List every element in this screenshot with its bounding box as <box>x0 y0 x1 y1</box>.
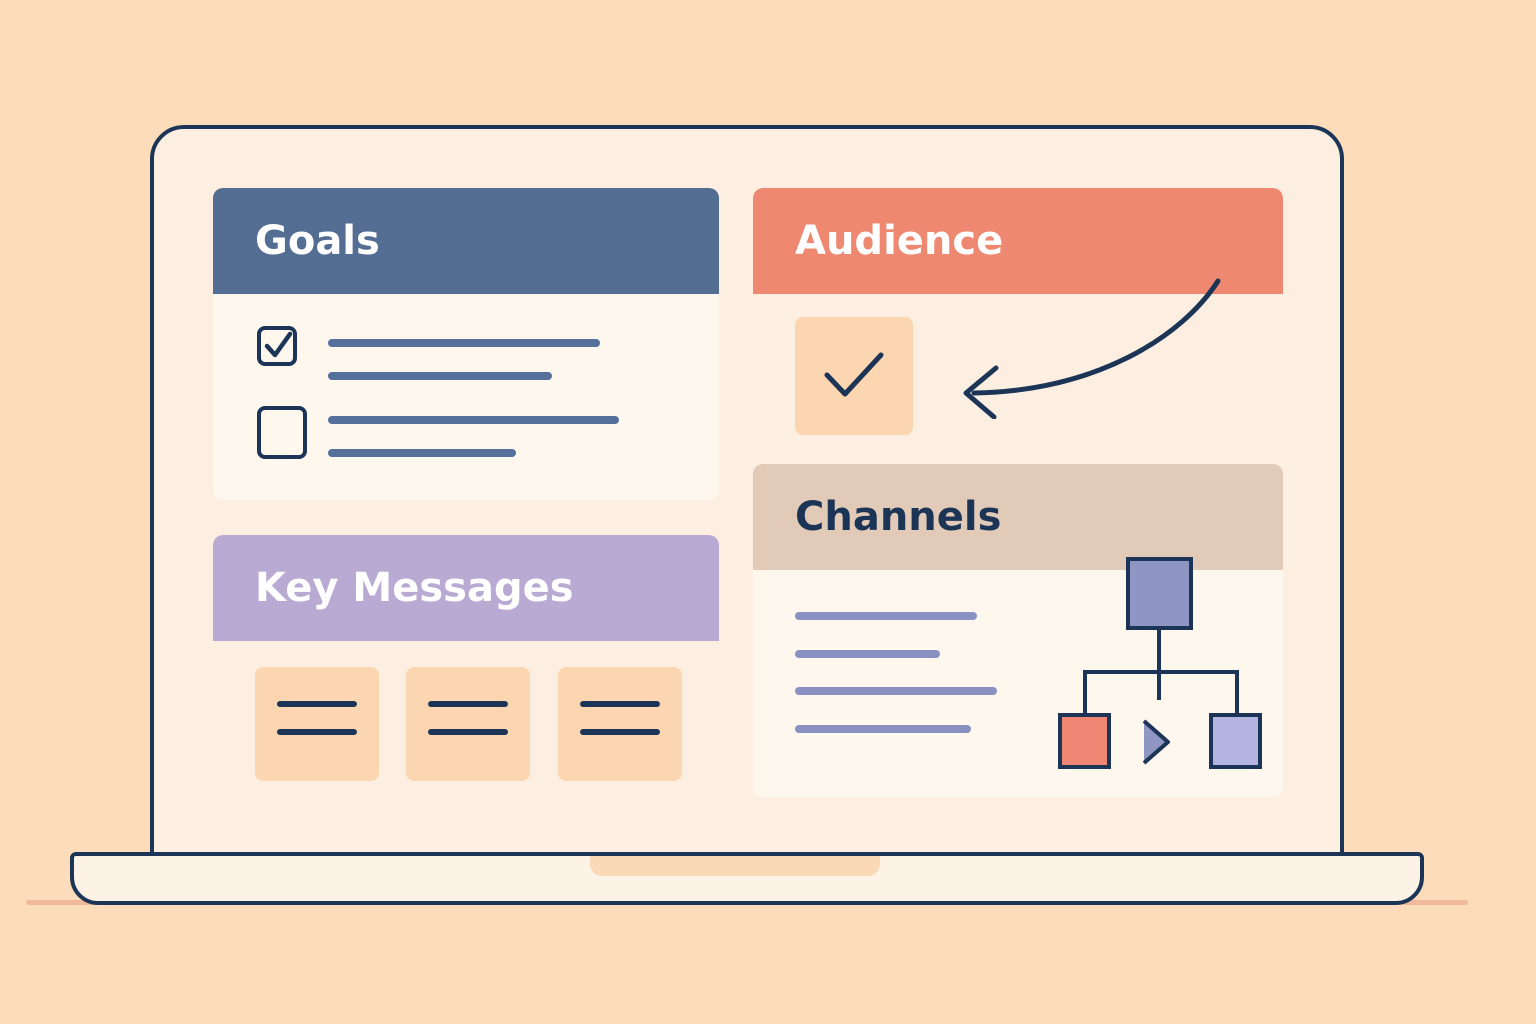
key-messages-card-header: Key Messages <box>213 535 719 641</box>
hierarchy-diagram-icon <box>1058 557 1268 772</box>
play-icon <box>1142 719 1170 765</box>
message-tile-line <box>428 729 508 735</box>
trackpad-notch <box>590 856 880 876</box>
message-tile-line <box>277 701 357 707</box>
message-tile-line <box>428 701 508 707</box>
unchecked-checkbox-icon[interactable] <box>257 406 307 459</box>
laptop-screen: Goals Audience Key Messages <box>150 125 1344 870</box>
channel-line-2 <box>795 650 940 658</box>
curved-arrow-icon <box>963 278 1221 419</box>
channels-card[interactable]: Channels <box>753 464 1283 797</box>
goals-card-header: Goals <box>213 188 719 294</box>
message-tile-line <box>277 729 357 735</box>
goals-card[interactable]: Goals <box>213 188 719 500</box>
audience-card-header: Audience <box>753 188 1283 294</box>
audience-card[interactable]: Audience <box>753 188 1283 438</box>
message-tile-line <box>580 729 660 735</box>
message-tile-3[interactable] <box>558 667 682 781</box>
channel-line-3 <box>795 687 997 695</box>
diagram-left-node <box>1058 713 1111 769</box>
channels-title: Channels <box>795 494 1002 540</box>
message-tile-1[interactable] <box>255 667 379 781</box>
goal-line-1 <box>328 339 600 347</box>
goal-line-2 <box>328 372 552 380</box>
key-messages-card[interactable]: Key Messages <box>213 535 719 797</box>
diagram-top-node <box>1126 557 1193 630</box>
message-tile-line <box>580 701 660 707</box>
key-messages-title: Key Messages <box>255 565 574 611</box>
laptop-base <box>70 852 1424 905</box>
audience-title: Audience <box>795 218 1004 264</box>
checkmark-icon[interactable] <box>795 317 913 435</box>
channels-card-header: Channels <box>753 464 1283 570</box>
goal-line-4 <box>328 449 516 457</box>
message-tile-2[interactable] <box>406 667 530 781</box>
channel-line-1 <box>795 612 977 620</box>
checked-checkbox-icon[interactable] <box>257 326 297 366</box>
channel-line-4 <box>795 725 971 733</box>
goals-title: Goals <box>255 218 380 264</box>
goal-line-3 <box>328 416 619 424</box>
diagram-right-node <box>1209 713 1262 769</box>
